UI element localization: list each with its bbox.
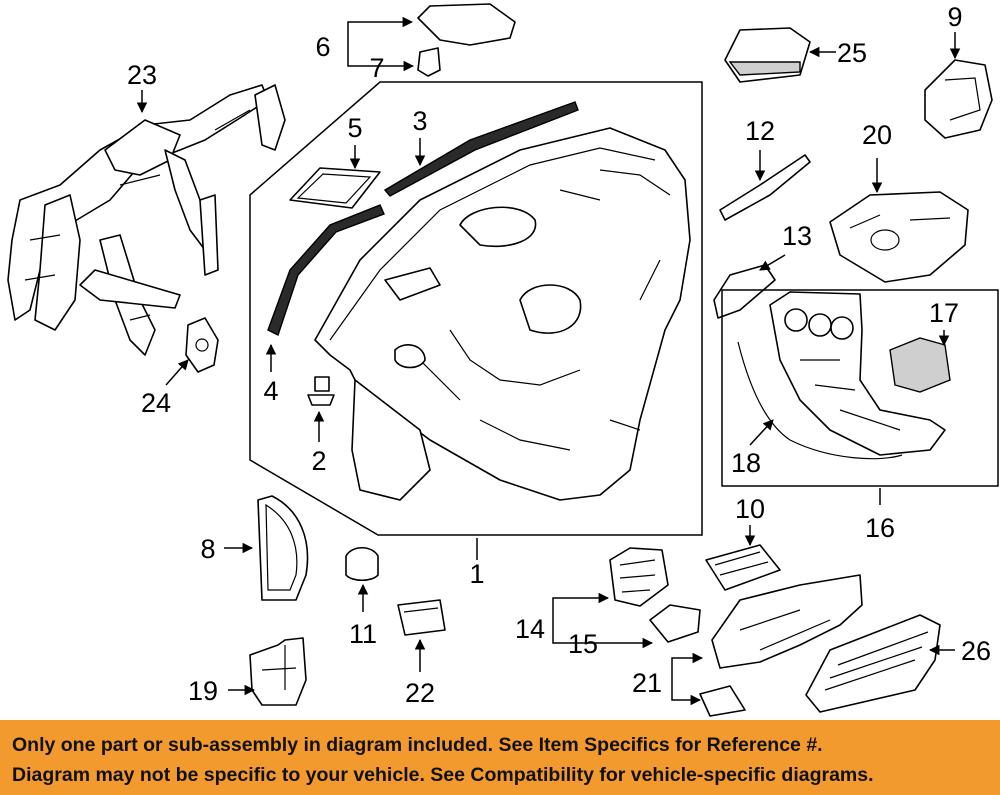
callout-7: 7 [369,53,384,83]
footer-banner: Only one part or sub-assembly in diagram… [0,720,1000,795]
cover-17-part [889,337,951,393]
trim-strip-4-part [267,204,385,336]
callout-4: 4 [263,376,278,406]
side-cover-8-part [257,495,309,601]
callout-8: 8 [200,534,215,564]
display-cover-5-part [289,167,381,209]
vent-housing-9-part [924,59,993,139]
ring-11-part [345,546,379,582]
callout-21: 21 [632,668,662,698]
bracket-19-part [249,637,307,706]
callout-6: 6 [315,32,330,62]
console-tray-20-part [829,191,969,283]
switch-15-part [649,604,701,643]
trim-12-part [719,154,811,221]
bracket-24-part [185,317,219,373]
callout-22: 22 [405,678,435,708]
vent-14-part [609,547,669,607]
clip-7-part [417,47,441,77]
callout-11: 11 [349,619,377,649]
callout-17: 17 [929,298,959,328]
switch-22-part [397,599,446,636]
callout-18: 18 [731,448,761,478]
clip-2-part [307,376,335,406]
cross-car-beam-part [7,84,286,356]
tray-10-part [705,544,781,591]
cover-panel-6-part [417,3,516,46]
console-box [721,289,999,487]
module-25-part [724,27,811,83]
parts-diagram: 23 24 1 2 3 4 5 [7,2,999,717]
footer-disclaimer-line-1: Only one part or sub-assembly in diagram… [12,734,823,756]
callout-2: 2 [311,446,326,476]
callout-10: 10 [735,494,765,524]
callout-19: 19 [188,676,218,706]
callout-16: 16 [865,513,895,543]
callout-23: 23 [127,60,157,90]
center-console-16-part [769,291,946,456]
callout-9: 9 [947,2,962,32]
callout-24: 24 [141,388,171,418]
callout-3: 3 [412,106,427,136]
footer-disclaimer-line-2: Diagram may not be specific to your vehi… [12,764,874,786]
callout-13: 13 [782,221,812,251]
callout-20: 20 [862,120,892,150]
instrument-panel-part [314,127,691,501]
callout-15: 15 [568,629,598,659]
control-unit-26-part [805,614,941,713]
instrument-panel-box [249,81,703,536]
trim-13-part [713,264,776,319]
callout-1: 1 [469,559,484,589]
callout-25: 25 [837,38,867,68]
trim-strip-3-part [383,101,579,197]
callout-12: 12 [745,116,775,146]
callout-5: 5 [347,113,362,143]
callout-26: 26 [961,636,991,666]
wire-18-part [737,341,903,460]
console-carrier-21-part [699,574,863,717]
callout-14: 14 [515,614,545,644]
